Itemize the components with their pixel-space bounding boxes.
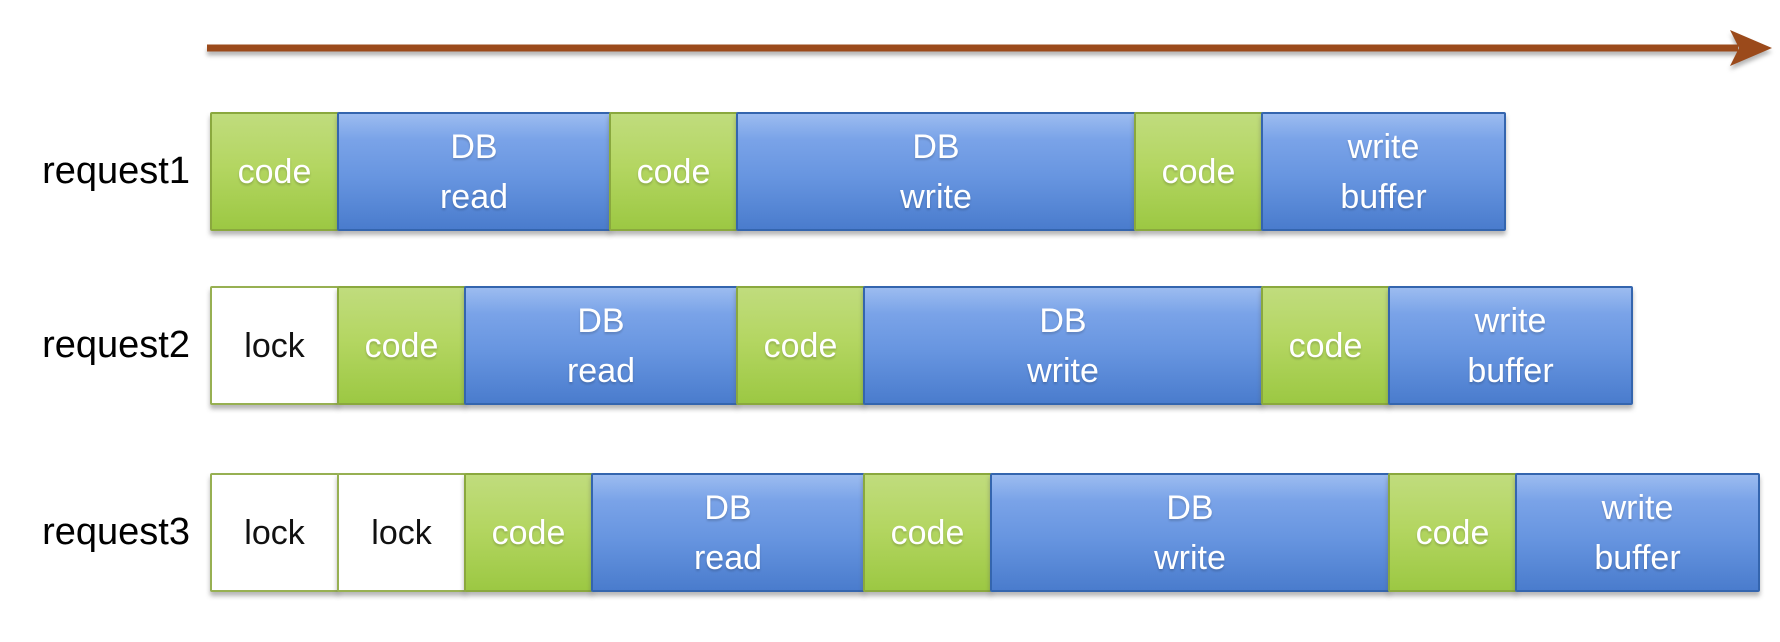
segment-write-buffer-label: write [1474,301,1547,340]
segment-code: code [609,112,738,231]
segment-code-label: code [890,513,965,552]
segment-write-buffer-label: buffer [1594,538,1681,577]
segment-code: code [210,112,339,231]
segment-db-write-label: write [900,177,972,216]
segment-write-buffer-label: write [1601,488,1674,527]
segment-lock: lock [210,473,339,592]
segment-code-label: code [763,326,838,365]
segment-lock-label: lock [371,513,432,552]
row-label-request2: request2 [42,324,190,366]
row-label-request1: request1 [42,150,190,192]
segment-write-buffer: write buffer [1388,286,1633,405]
segment-code: code [464,473,593,592]
segment-write-buffer-label: buffer [1467,351,1554,390]
segment-db-read: DB read [591,473,865,592]
segment-code-label: code [237,152,312,191]
segment-db-write: DB write [736,112,1136,231]
segment-code-label: code [1288,326,1363,365]
segment-db-read-label: read [439,177,509,216]
segment-lock: lock [210,286,339,405]
segment-code-label: code [1415,513,1490,552]
row-segments-request1: code DB read code DB write code write buffer [210,112,1506,231]
segment-db-write-label: DB [1039,301,1087,340]
segment-code: code [337,286,466,405]
segment-code: code [1388,473,1517,592]
segment-db-read-label: DB [704,488,752,527]
segment-db-write: DB write [863,286,1263,405]
segment-code-label: code [636,152,711,191]
segment-write-buffer: write buffer [1515,473,1760,592]
segment-code: code [1134,112,1263,231]
segment-write-buffer: write buffer [1261,112,1506,231]
segment-db-write-label: write [1027,351,1099,390]
segment-code: code [1261,286,1390,405]
segment-db-read-label: read [566,351,636,390]
segment-db-read-label: DB [450,127,498,166]
segment-db-write: DB write [990,473,1390,592]
segment-code-label: code [1161,152,1236,191]
row-segments-request2: lock code DB read code DB write code write buffer [210,286,1633,405]
segment-db-read: DB read [464,286,738,405]
segment-lock-label: lock [244,513,305,552]
timeline-arrow [207,30,1772,66]
segment-db-read: DB read [337,112,611,231]
row-label-request3: request3 [42,511,190,553]
segment-db-write-label: DB [1166,488,1214,527]
segment-lock: lock [337,473,466,592]
segment-db-write-label: write [1154,538,1226,577]
segment-lock-label: lock [244,326,305,365]
segment-db-read-label: read [693,538,763,577]
timeline-arrowhead-icon [1730,30,1772,66]
segment-code-label: code [364,326,439,365]
segment-db-read-label: DB [577,301,625,340]
segment-db-write-label: DB [912,127,960,166]
segment-code: code [736,286,865,405]
segment-write-buffer-label: write [1347,127,1420,166]
segment-code: code [863,473,992,592]
row-segments-request3: lock lock code DB read code DB write code write bu… [210,473,1760,592]
segment-code-label: code [491,513,566,552]
segment-write-buffer-label: buffer [1340,177,1427,216]
